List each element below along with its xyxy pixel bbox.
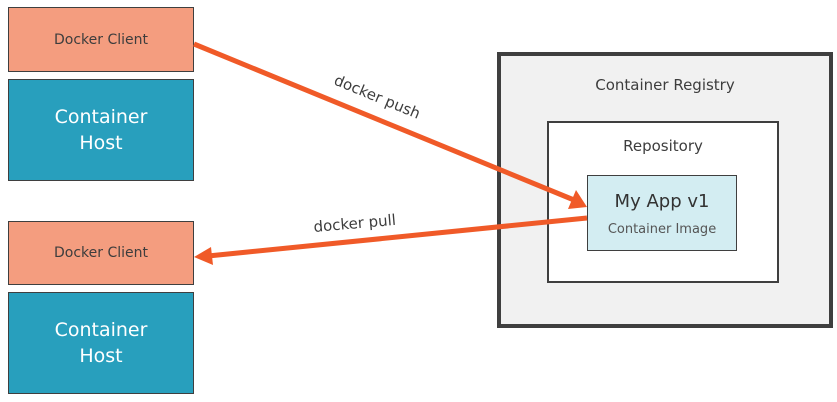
push-label: docker push <box>331 71 423 123</box>
container-image-name: My App v1 <box>614 191 710 212</box>
push-arrowhead-icon <box>568 190 587 209</box>
container-host-bottom-label: Container Host <box>54 319 148 367</box>
pull-label: docker pull <box>313 211 397 236</box>
pull-arrow-line <box>207 215 588 259</box>
container-host-bottom: Container Host <box>8 292 194 394</box>
pull-arrowhead-icon <box>194 247 213 265</box>
container-registry-title: Container Registry <box>595 76 735 94</box>
container-host-top: Container Host <box>8 79 194 181</box>
push-arrow <box>193 41 587 209</box>
docker-client-top-label: Docker Client <box>53 31 148 48</box>
pull-arrow <box>194 215 588 265</box>
container-host-top-label: Container Host <box>54 106 148 154</box>
repository-title: Repository <box>623 137 703 155</box>
push-arrow-line <box>193 41 575 203</box>
docker-client-top: Docker Client <box>8 7 194 72</box>
docker-client-bottom: Docker Client <box>8 221 194 285</box>
docker-client-bottom-label: Docker Client <box>53 245 148 261</box>
container-image-type: Container Image <box>607 222 717 237</box>
container-image: My App v1 Container Image <box>587 175 737 251</box>
